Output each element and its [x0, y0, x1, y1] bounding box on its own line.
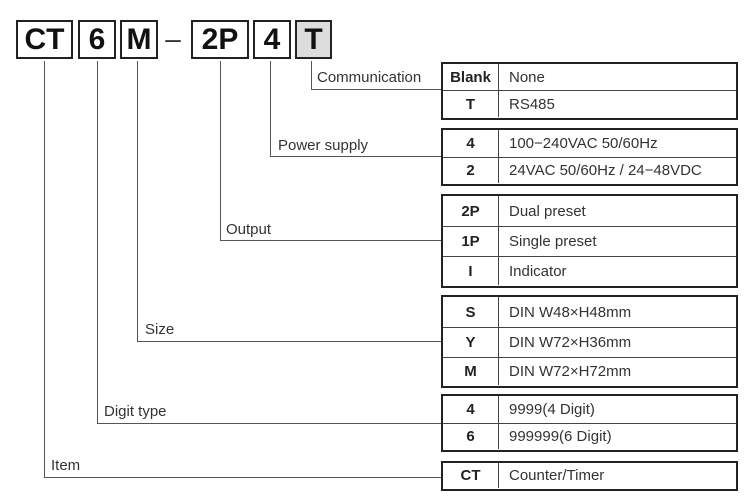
- option-key: 1P: [443, 227, 499, 256]
- option-value: 9999(4 Digit): [509, 401, 595, 418]
- table-row: CT Counter/Timer: [443, 463, 736, 488]
- code-size: M: [120, 20, 158, 59]
- option-value: DIN W72×H36mm: [509, 334, 632, 351]
- option-key: M: [443, 358, 499, 385]
- connector-output: [220, 61, 221, 240]
- option-value: 24VAC 50/60Hz / 24−48VDC: [509, 162, 702, 179]
- connector-digit: [97, 61, 98, 423]
- table-row: 4 100−240VAC 50/60Hz: [443, 130, 736, 158]
- label-power-supply: Power supply: [278, 137, 369, 154]
- table-row: S DIN W48×H48mm: [443, 297, 736, 328]
- table-row: 4 9999(4 Digit): [443, 396, 736, 424]
- option-key: I: [443, 257, 499, 285]
- table-row: I Indicator: [443, 257, 736, 285]
- code-output: 2P: [191, 20, 249, 59]
- label-size: Size: [145, 321, 175, 338]
- option-value: Indicator: [509, 262, 567, 280]
- table-row: T RS485: [443, 91, 736, 117]
- table-communication: Blank None T RS485: [441, 62, 738, 120]
- table-row: 1P Single preset: [443, 227, 736, 257]
- connector-communication: [311, 61, 312, 89]
- option-value: 100−240VAC 50/60Hz: [509, 135, 658, 152]
- option-key: 6: [443, 424, 499, 449]
- option-value: Counter/Timer: [509, 467, 605, 484]
- connector-digit-h: [97, 423, 441, 424]
- option-key: 4: [443, 396, 499, 423]
- option-value: DIN W48×H48mm: [509, 303, 632, 321]
- table-size: S DIN W48×H48mm Y DIN W72×H36mm M DIN W72×H…: [441, 295, 738, 388]
- option-key: 2: [443, 158, 499, 183]
- connector-communication-h: [311, 89, 441, 90]
- connector-item: [44, 61, 45, 477]
- table-row: 2P Dual preset: [443, 196, 736, 227]
- code-separator: –: [165, 23, 181, 54]
- table-power-supply: 4 100−240VAC 50/60Hz 2 24VAC 50/60Hz / 24−…: [441, 128, 738, 186]
- connector-size: [137, 61, 138, 341]
- table-row: 2 24VAC 50/60Hz / 24−48VDC: [443, 158, 736, 183]
- option-value: Dual preset: [509, 202, 586, 220]
- table-digit-type: 4 9999(4 Digit) 6 999999(6 Digit): [441, 394, 738, 452]
- connector-output-h: [220, 240, 441, 241]
- label-output: Output: [226, 221, 272, 238]
- code-item: CT: [16, 20, 73, 59]
- option-key: S: [443, 297, 499, 327]
- option-key: T: [443, 91, 499, 117]
- option-value: None: [509, 68, 545, 86]
- option-key: 4: [443, 130, 499, 157]
- code-power: 4: [253, 20, 291, 59]
- code-communication: T: [295, 20, 332, 59]
- connector-power-h: [270, 156, 441, 157]
- connector-power: [270, 61, 271, 156]
- option-key: Y: [443, 328, 499, 357]
- table-row: Y DIN W72×H36mm: [443, 328, 736, 358]
- label-communication: Communication: [317, 69, 422, 86]
- code-digit-type: 6: [78, 20, 116, 59]
- option-value: DIN W72×H72mm: [509, 363, 632, 380]
- connector-size-h: [137, 341, 441, 342]
- option-value: Single preset: [509, 233, 597, 250]
- connector-item-h: [44, 477, 441, 478]
- option-key: CT: [443, 463, 499, 488]
- table-item: CT Counter/Timer: [441, 461, 738, 491]
- label-digit-type: Digit type: [104, 403, 167, 420]
- option-key: Blank: [443, 64, 499, 90]
- option-value: 999999(6 Digit): [509, 428, 612, 445]
- table-row: 6 999999(6 Digit): [443, 424, 736, 449]
- label-item: Item: [51, 457, 81, 474]
- table-row: Blank None: [443, 64, 736, 91]
- option-value: RS485: [509, 95, 555, 113]
- option-key: 2P: [443, 196, 499, 226]
- table-output: 2P Dual preset 1P Single preset I Indicator: [441, 194, 738, 288]
- table-row: M DIN W72×H72mm: [443, 358, 736, 385]
